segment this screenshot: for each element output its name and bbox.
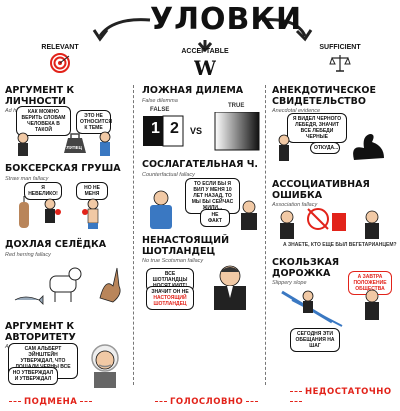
column-label: SUFFICIENT (319, 44, 361, 51)
section-subtitle: No true Scotsman fallacy (142, 258, 204, 264)
speech-bubble: ОТКУДА... (310, 142, 340, 154)
section-subtitle: Anecdotal evidence (272, 108, 321, 114)
speech-bubble: КАК МОЖНО ВЕРИТЬ СЛОВАМ ЧЕЛОВЕКА В ТАКОЙ (16, 106, 71, 136)
speech-bubble: СЕГОДНЯ ЭТИ ОБЕЩАНИЯ НА ШАГ (290, 328, 340, 352)
footer-label: ГОЛОСЛОВНО (170, 397, 244, 407)
speech-bubble: ЭТО НЕ ОТНОСИТСЯ К ТЕМЕ (76, 110, 112, 134)
column-label: RELEVANT (41, 44, 79, 51)
section-title: СКОЛЬЗКАЯ ДОРОЖКА (272, 257, 340, 279)
section-straw-man: БОКСЕРСКАЯ ГРУША Straw man fallacy (5, 163, 130, 182)
einstein-portrait (91, 344, 119, 388)
weight-label: ГЛУПЕЦ (64, 145, 82, 150)
section-false-dilemma: ЛОЖНАЯ ДИЛЕМА False dilemma (142, 85, 262, 104)
section-title: ДОХЛАЯ СЕЛЁДКА (5, 239, 107, 250)
herring-scene (14, 267, 121, 305)
speaker-figure (150, 190, 172, 229)
section-title: АРГУМЕНТ К АВТОРИТЕТУ (5, 321, 76, 343)
column-header-acceptable: ACCEPTABLE W (175, 48, 235, 79)
section-subtitle: Red herring fallacy (5, 251, 51, 258)
section-subtitle: Slippery slope (272, 280, 307, 286)
section-title: БОКСЕРСКАЯ ГРУША (5, 163, 121, 174)
speech-bubble: НО УТВЕРЖДАЛ И УТВЕРЖДАЛ (8, 367, 58, 385)
section-title: СОСЛАГАТЕЛЬНАЯ Ч. (142, 159, 258, 170)
section-subtitle: False dilemma (142, 97, 178, 104)
option-two: 2 (170, 120, 179, 137)
option-one: 1 (151, 120, 160, 137)
section-title: АССОЦИАТИВНАЯ ОШИБКА (272, 179, 370, 201)
column-header-sufficient: SUFFICIENT (310, 44, 370, 73)
speech-bubble: ЗНАЧИТ ОН НЕ НАСТОЯЩИЙ ШОТЛАНДЕЦ (146, 286, 194, 310)
section-scotsman: НЕНАСТОЯЩИЙ ШОТЛАНДЕЦ No true Scotsman f… (142, 235, 262, 264)
footer-label: ПОДМЕНА (24, 397, 78, 407)
section-slippery-slope: СКОЛЬЗКАЯ ДОРОЖКА Slippery slope (272, 257, 397, 286)
false-label: FALSE (150, 107, 170, 113)
section-title: ЛОЖНАЯ ДИЛЕМА (142, 85, 244, 96)
versus-label: VS (190, 126, 203, 136)
column-label: ACCEPTABLE (181, 48, 229, 55)
column-divider (265, 85, 266, 385)
section-anecdotal: АНЕКДОТИЧЕСКОЕ СВИДЕТЕЛЬСТВО Anecdotal e… (272, 85, 397, 114)
section-red-herring: ДОХЛАЯ СЕЛЁДКА Red herring fallacy (5, 239, 130, 258)
column-header-relevant: RELEVANT (35, 44, 85, 73)
section-title: НЕНАСТОЯЩИЙ ШОТЛАНДЕЦ (142, 235, 230, 257)
bubble-text: ЗНАЧИТ ОН НЕ (151, 289, 189, 295)
footer-sufficient: НЕДОСТАТОЧНО (287, 387, 400, 407)
listener-figure (241, 200, 257, 230)
boxing-scene (19, 196, 99, 229)
footer-label: НЕДОСТАТОЧНО (305, 387, 392, 397)
speech-bubble: НЕ ФАКТ (200, 209, 230, 227)
ad-hominem-scene (17, 131, 111, 156)
wikipedia-icon: W (194, 57, 216, 79)
column-divider (133, 85, 134, 385)
dilemma-scene (143, 112, 260, 151)
title-arrows (92, 18, 313, 53)
speech-bubble: Я НЕВЕЛИКО! (24, 182, 62, 200)
speech-bubble: НО НЕ МЕНЯ (76, 182, 108, 200)
section-subtitle: Straw man fallacy (5, 175, 49, 182)
footer-acceptable: ГОЛОСЛОВНО (152, 397, 261, 407)
association-note: А ЗНАЕТЕ, КТО ЕЩЕ БЫЛ ВЕГЕТАРИАНЦЕМ? (283, 242, 397, 248)
speech-bubble: ТО ЕСЛИ БЫ Я ВИЛ У МЕНЯ 10 ЛЕТ НАЗАД, ТО… (185, 178, 240, 214)
true-label: TRUE (228, 103, 245, 109)
section-title: АНЕКДОТИЧЕСКОЕ СВИДЕТЕЛЬСТВО (272, 85, 376, 107)
weight-icon (64, 133, 86, 153)
slippery-scene (281, 289, 379, 327)
scales-icon (329, 55, 351, 72)
section-title: АРГУМЕНТ К ЛИЧНОСТИ (5, 85, 75, 107)
svg-text:W: W (194, 57, 216, 79)
black-swan-scene (278, 134, 384, 161)
page-title: УЛОВКИ (150, 2, 303, 37)
scotsman-portrait (214, 265, 246, 310)
target-icon (50, 53, 70, 73)
section-subtitle: Association fallacy (272, 202, 318, 208)
footer-relevant: ПОДМЕНА (6, 397, 95, 407)
section-subtitle: Counterfactual fallacy (142, 171, 195, 178)
section-association: АССОЦИАТИВНАЯ ОШИБКА Association fallacy (272, 179, 397, 208)
section-counterfactual: СОСЛАГАТЕЛЬНАЯ Ч. Counterfactual fallacy (142, 159, 262, 178)
bubble-highlight: НАСТОЯЩИЙ ШОТЛАНДЕЦ (153, 295, 187, 307)
association-scene (280, 208, 379, 239)
